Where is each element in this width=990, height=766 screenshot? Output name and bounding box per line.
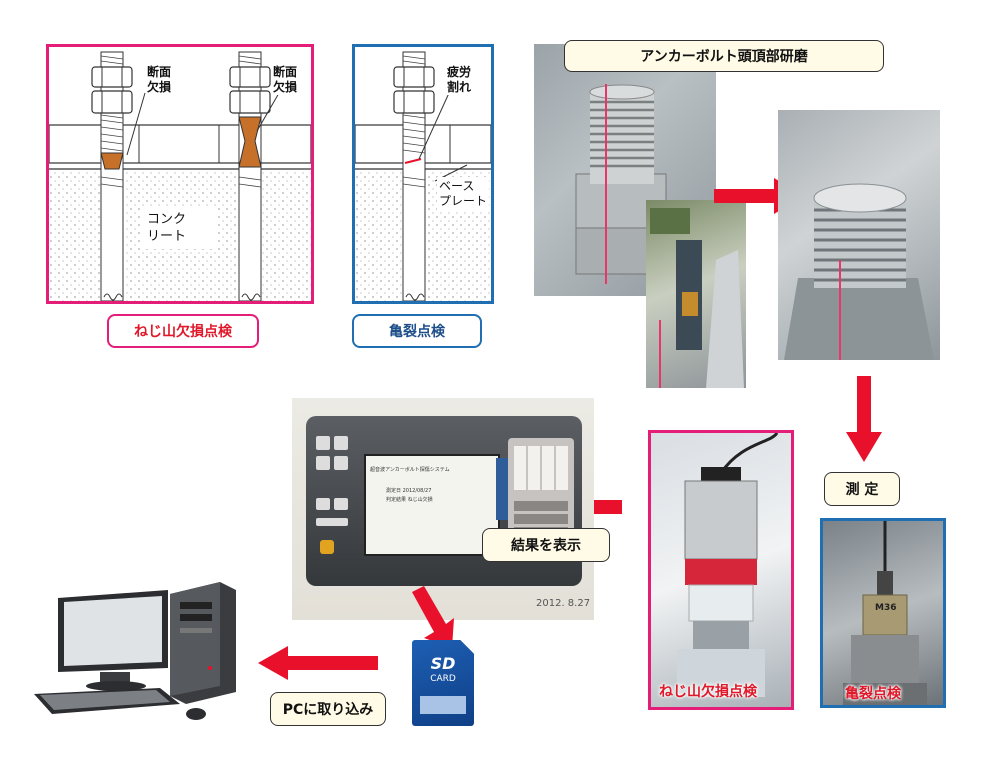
sd-card: SD CARD bbox=[412, 640, 474, 726]
import-to-pc-label: PCに取り込み bbox=[270, 692, 386, 726]
anchor-bolt-grinding-title: アンカーボルト頭頂部研磨 bbox=[564, 40, 884, 72]
arrow-to-sd-card bbox=[412, 586, 454, 648]
probe-marking: M36 bbox=[875, 603, 897, 613]
crack-probe-image bbox=[843, 521, 927, 705]
arrow-down-measure bbox=[846, 376, 882, 462]
section-loss-label-left: 断面 欠損 bbox=[147, 65, 177, 95]
sd-logo: SD bbox=[430, 654, 456, 673]
device-screen: 超音波アンカーボルト探傷システム 測定日 2012/08/27 判定結果 ねじ山… bbox=[364, 454, 500, 556]
show-result-label: 結果を表示 bbox=[482, 528, 610, 562]
crack-probe-label: 亀裂点検 bbox=[845, 686, 901, 702]
bolt-after-image bbox=[784, 183, 934, 360]
date-stamp: 2012. 8.27 bbox=[536, 598, 591, 609]
screen-line-3: 判定結果 ねじ山欠損 bbox=[386, 497, 433, 503]
screen-line-1: 超音波アンカーボルト探傷システム bbox=[370, 467, 450, 473]
measure-label: 測 定 bbox=[824, 472, 900, 506]
thread-loss-probe-label: ねじ山欠損点検 bbox=[659, 684, 757, 700]
arrow-left-to-pc bbox=[258, 646, 378, 680]
bolt-cross-section-drawing bbox=[48, 51, 312, 302]
thread-loss-diagram: 断面 欠損 断面 欠損 コンク リート bbox=[46, 44, 314, 304]
fatigue-crack-label: 疲労 割れ bbox=[447, 65, 477, 95]
left-buttons[interactable] bbox=[316, 436, 356, 556]
crack-diagram: 疲労 割れ ベース プレート bbox=[352, 44, 494, 304]
screen-line-2: 測定日 2012/08/27 bbox=[386, 488, 432, 494]
sd-card-text: CARD bbox=[430, 674, 456, 684]
grinder-photo bbox=[646, 200, 746, 388]
crack-caption: 亀裂点検 bbox=[352, 314, 482, 348]
crack-probe-photo: M36 亀裂点検 bbox=[820, 518, 946, 708]
thread-loss-caption: ねじ山欠損点検 bbox=[107, 314, 259, 348]
bolt-photo-after bbox=[778, 110, 940, 360]
concrete-label: コンク リート bbox=[141, 207, 217, 249]
section-loss-label-right: 断面 欠損 bbox=[273, 65, 303, 95]
thread-loss-probe-photo: ねじ山欠損点検 bbox=[648, 430, 794, 710]
desktop-pc-icon bbox=[34, 582, 236, 720]
grinder-image bbox=[650, 208, 744, 388]
base-plate-label: ベース プレート bbox=[437, 177, 489, 211]
thread-probe-image bbox=[677, 433, 779, 697]
